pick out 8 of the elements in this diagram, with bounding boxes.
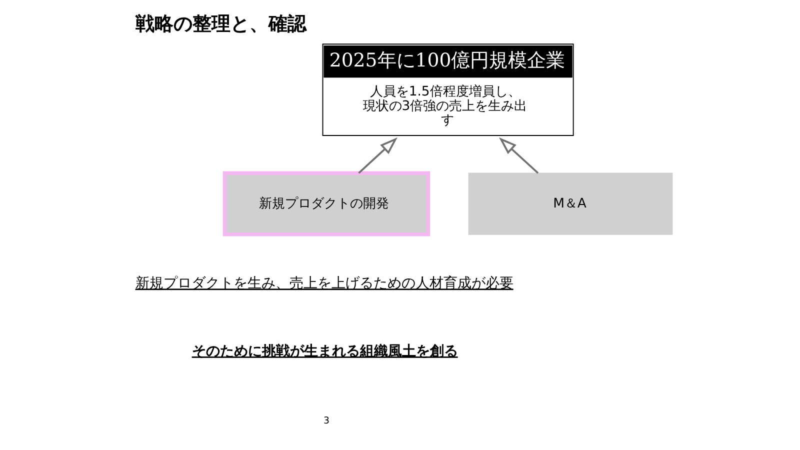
- arrow: [358, 137, 398, 174]
- arrow: [498, 137, 539, 174]
- label: そのために挑戦が生まれる組織風土を創る: [192, 343, 458, 360]
- node-box: M＆A: [468, 172, 673, 235]
- label: 新規プロダクトを生み、売上を上げるための人材育成が必要: [135, 276, 514, 292]
- label: 3: [324, 415, 330, 426]
- node-box: 新規プロダクトの開発: [222, 171, 430, 236]
- diagram-title: 戦略の整理と、確認: [135, 14, 306, 36]
